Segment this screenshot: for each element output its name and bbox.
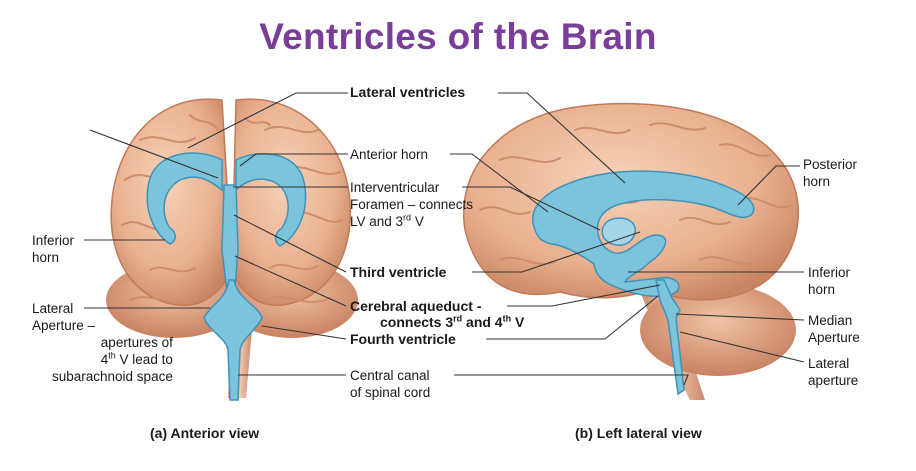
label-aqueduct-connects: connects 3rd and 4th V	[380, 313, 525, 330]
label-inferior-horn-left: Inferior horn	[32, 233, 75, 265]
label-lateral-ventricles: Lateral ventricles	[350, 84, 466, 100]
page-title: Ventricles of the Brain	[259, 16, 657, 57]
label-lateral-aperture-left: Lateral Aperture –	[32, 301, 96, 333]
anterior-ventricles	[146, 152, 307, 401]
label-inferior-horn-right: Inferior horn	[808, 265, 851, 297]
label-lateral-aperture-right: Lateral aperture	[808, 356, 859, 388]
label-fourth-ventricle: Fourth ventricle	[350, 331, 456, 347]
leader-lines	[84, 92, 805, 386]
caption-lateral-view: (b) Left lateral view	[575, 425, 702, 441]
label-third-ventricle: Third ventricle	[350, 264, 447, 280]
label-median-aperture: Median Aperture	[808, 313, 860, 345]
label-cerebral-aqueduct: Cerebral aqueduct -	[350, 298, 482, 314]
label-interventricular-foramen: Interventricular Foramen – connects LV a…	[350, 180, 474, 229]
label-central-canal: Central canal of spinal cord	[350, 368, 431, 400]
label-posterior-horn: Posterior horn	[803, 157, 858, 189]
lateral-ventricles-shape	[532, 170, 755, 396]
caption-anterior-view: (a) Anterior view	[150, 425, 260, 441]
label-anterior-horn: Anterior horn	[350, 147, 429, 162]
label-lateral-aperture-desc: apertures of 4th V lead to subarachnoid …	[52, 335, 173, 384]
